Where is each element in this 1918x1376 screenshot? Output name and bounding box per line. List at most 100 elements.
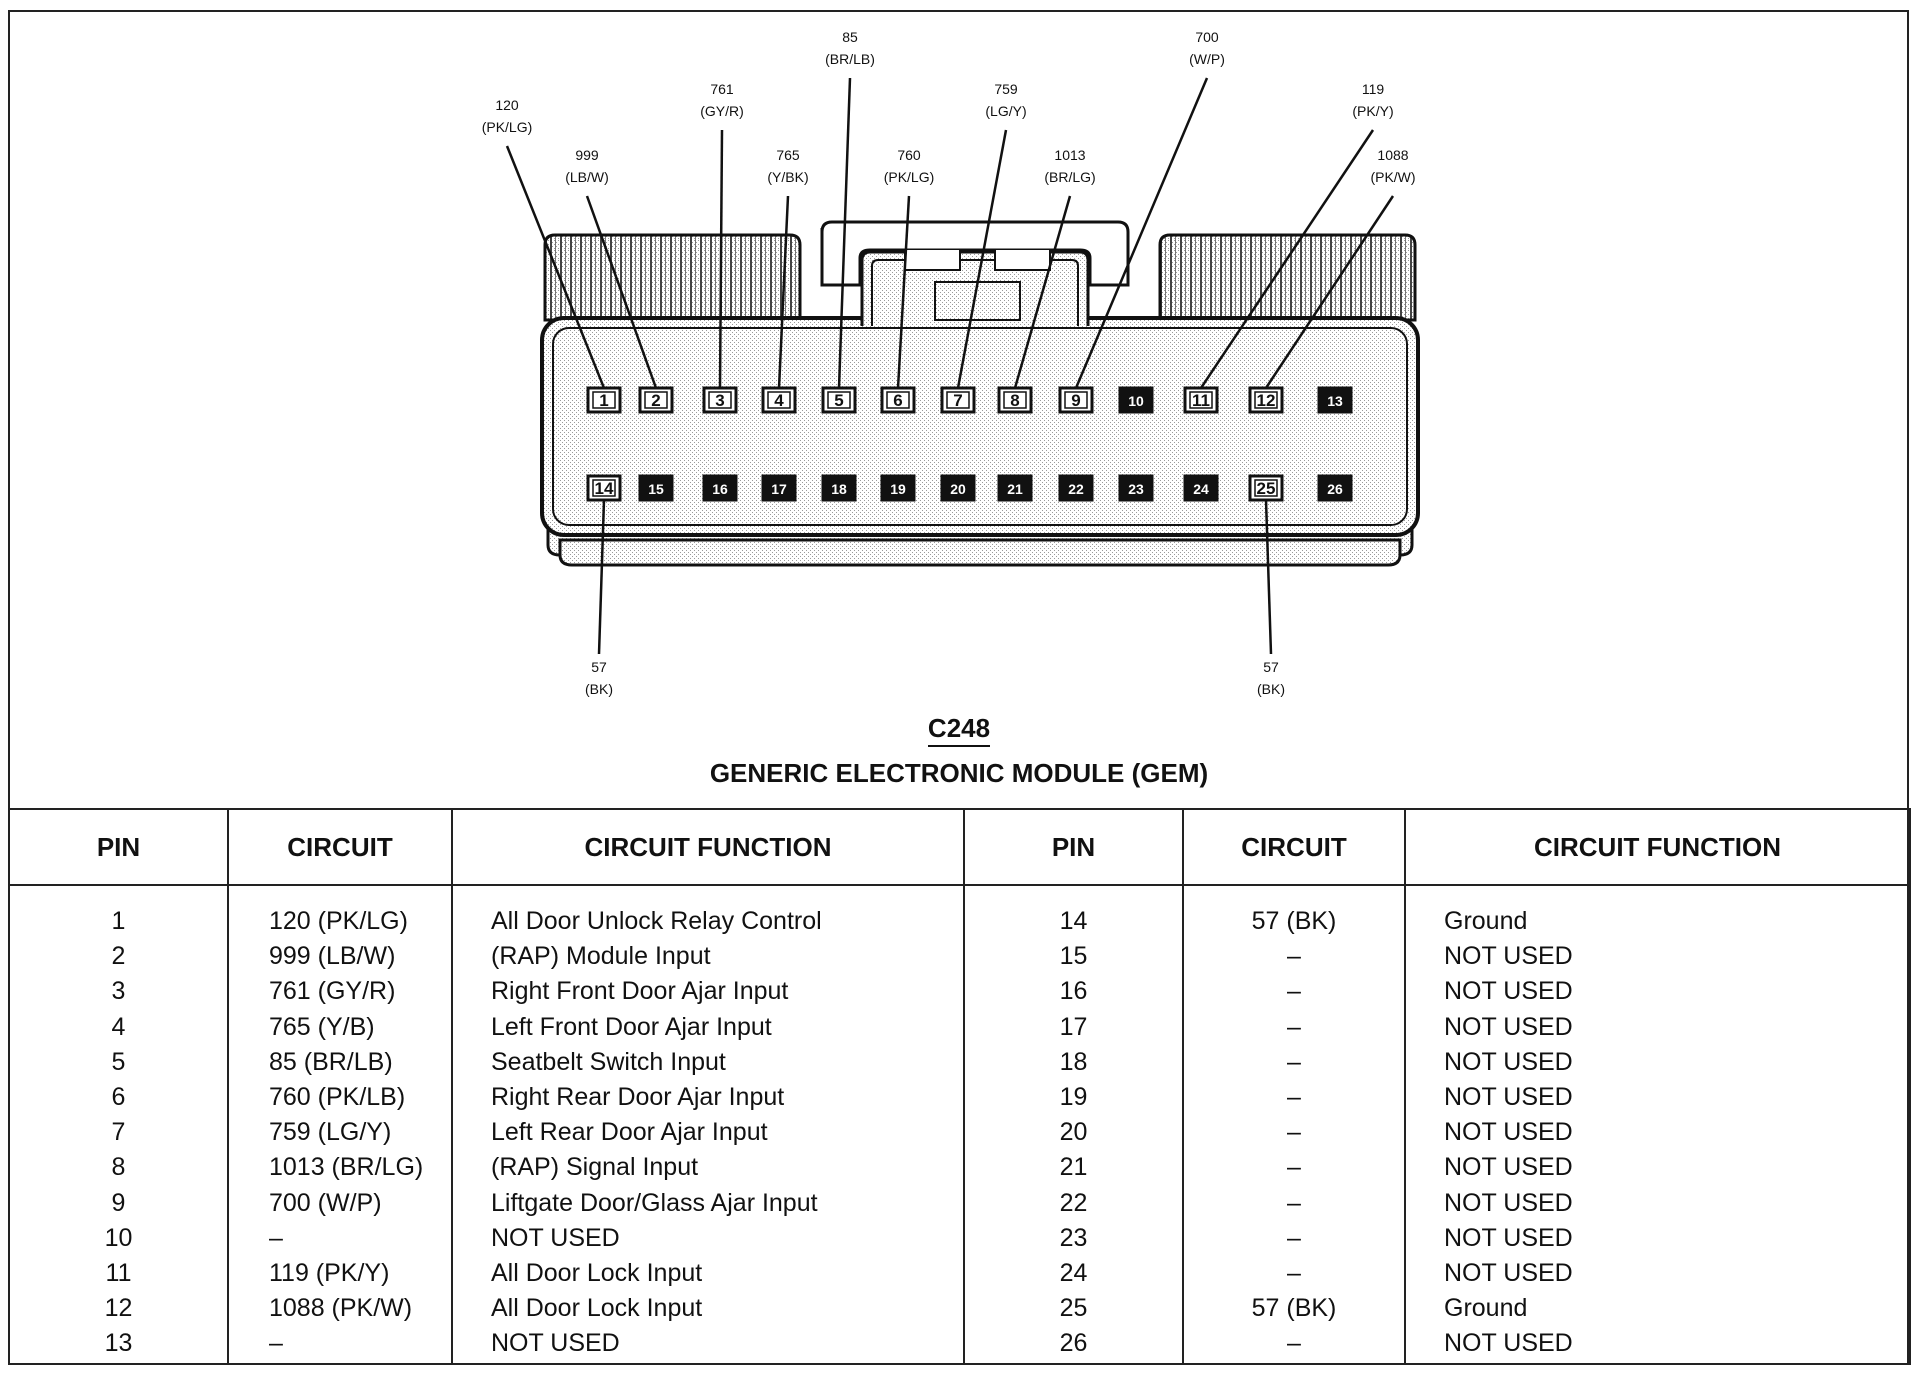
table-cell-circuit: –: [1287, 1047, 1301, 1076]
table-cell-pin: 14: [1059, 907, 1088, 935]
callout-wire-color: (PK/Y): [1352, 103, 1393, 119]
table-cell-pin: 19: [1059, 1082, 1088, 1111]
callout-leader: [777, 195, 790, 389]
pin-cavity: [1118, 474, 1154, 502]
table-cell-circuit: –: [1287, 977, 1301, 1006]
table-cell-circuit: –: [1287, 1153, 1301, 1182]
pin-cavity: [997, 474, 1033, 502]
pin-number: 11: [1192, 391, 1210, 410]
table-cell-pin: 24: [1059, 1258, 1088, 1287]
callout-circuit-number: 760: [897, 147, 921, 163]
table-cell-pin: 9: [111, 1188, 126, 1217]
pin-4: 4: [761, 386, 797, 414]
callout-wire-color: (LB/W): [565, 169, 609, 185]
table-cell-pin: 2: [111, 942, 126, 971]
callout-circuit-number: 759: [994, 81, 1018, 97]
pin-number: 10: [1128, 393, 1144, 409]
pin-cavity-inner: [1254, 391, 1278, 409]
pin-5: 5: [821, 386, 857, 414]
header-pin-left: PIN: [8, 808, 229, 886]
pin-8: 8: [997, 386, 1033, 414]
callout-wire-color: (BR/LB): [825, 51, 875, 67]
table-cell-function: (RAP) Signal Input: [491, 1153, 699, 1182]
callout-circuit-number: 761: [710, 81, 734, 97]
pin-15: 15: [638, 474, 674, 502]
table-cell-function: NOT USED: [1444, 1258, 1573, 1287]
table-cell-circuit: 761 (GY/R): [269, 977, 396, 1006]
table-cell-function: Ground: [1444, 907, 1528, 935]
pin-cavity: [1317, 474, 1353, 502]
table-cell-circuit: 1088 (PK/W): [269, 1294, 413, 1323]
callout-wire-color: (Y/BK): [767, 169, 808, 185]
table-cell-function: Left Rear Door Ajar Input: [491, 1118, 768, 1147]
table-cell-pin: 23: [1059, 1223, 1088, 1252]
pin-number: 23: [1128, 481, 1144, 497]
callout-circuit-number: 57: [1263, 659, 1279, 675]
callout-leaders: [505, 77, 1395, 655]
connector-id-text: C248: [927, 713, 991, 747]
table-cell-pin: 11: [105, 1258, 132, 1287]
callout-circuit-number: 85: [842, 29, 858, 45]
pin-cavity: [702, 474, 738, 502]
pin-cavity-inner: [1254, 479, 1278, 497]
callout-wire-color: (W/P): [1189, 51, 1225, 67]
pin-14: 14: [586, 474, 622, 502]
pin-number: 13: [1327, 393, 1343, 409]
pin-number: 22: [1068, 481, 1084, 497]
callout-leader: [837, 77, 852, 389]
pin-cavity-inner: [1064, 391, 1088, 409]
header-function-left: CIRCUIT FUNCTION: [451, 808, 965, 886]
pin-cavity: [1317, 386, 1353, 414]
pin-23: 23: [1118, 474, 1154, 502]
table-cell-function: Right Rear Door Ajar Input: [491, 1082, 785, 1111]
callout-leader: [1013, 195, 1072, 389]
table-cell-circuit: –: [1287, 1082, 1301, 1111]
table-cell-circuit: 57 (BK): [1251, 1294, 1337, 1323]
callout-leader: [718, 129, 724, 389]
table-cell-pin: 12: [104, 1294, 133, 1323]
callout-leader: [1264, 195, 1395, 389]
callout-circuit-number: 1013: [1054, 147, 1085, 163]
pin-number: 16: [712, 481, 728, 497]
table-cell-pin: 26: [1059, 1329, 1088, 1358]
callout-circuit-number: 700: [1195, 29, 1219, 45]
header-function-right: CIRCUIT FUNCTION: [1404, 808, 1911, 886]
table-cell-pin: 22: [1059, 1188, 1088, 1217]
pin-20: 20: [940, 474, 976, 502]
connector-id: C248: [0, 713, 1918, 747]
pin-cavity-inner: [1189, 391, 1213, 409]
table-cell-pin: 4: [111, 1012, 126, 1041]
pin-number: 1: [599, 391, 608, 410]
table-cell-circuit: 759 (LG/Y): [269, 1118, 392, 1147]
pin-2: 2: [638, 386, 674, 414]
pin-cavity-inner: [592, 391, 616, 409]
pin-number: 3: [715, 391, 724, 410]
callout-wire-color: (PK/LG): [884, 169, 935, 185]
table-cell-circuit: –: [1287, 1012, 1301, 1041]
table-cell-function: Ground: [1444, 1294, 1528, 1323]
callout-circuit-number: 1088: [1377, 147, 1408, 163]
pin-cavity: [880, 474, 916, 502]
table-cell-function: NOT USED: [1444, 942, 1573, 971]
table-cell-function: NOT USED: [1444, 1047, 1573, 1076]
pin-cavity: [940, 474, 976, 502]
pin-cavity-inner: [946, 391, 970, 409]
pin-24: 24: [1183, 474, 1219, 502]
pin-21: 21: [997, 474, 1033, 502]
table-cell-function: NOT USED: [1444, 1188, 1573, 1217]
pin-cavity: [1058, 474, 1094, 502]
pin-9: 9: [1058, 386, 1094, 414]
table-cell-pin: 25: [1059, 1294, 1088, 1323]
pin-cavity-inner: [592, 479, 616, 497]
table-cell-pin: 3: [111, 977, 126, 1006]
pin-number: 24: [1193, 481, 1209, 497]
table-cell-circuit: –: [1287, 1188, 1301, 1217]
table-cell-circuit: 1013 (BR/LG): [269, 1153, 424, 1182]
pin-number: 9: [1071, 391, 1080, 410]
pin-number: 25: [1257, 479, 1276, 498]
pin-cavity-inner: [1003, 391, 1027, 409]
callout-wire-color: (GY/R): [700, 103, 744, 119]
table-cell-function: NOT USED: [1444, 1118, 1573, 1147]
callout-wire-color: (LG/Y): [985, 103, 1026, 119]
